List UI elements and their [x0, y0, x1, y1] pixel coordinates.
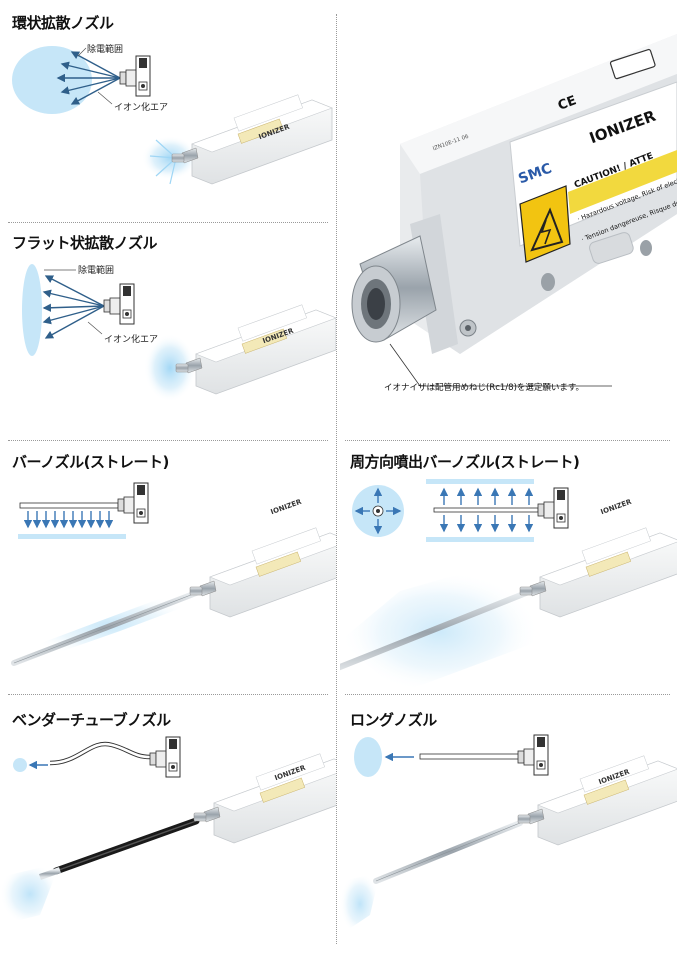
ring-nozzle-diagram	[12, 46, 333, 185]
long-nozzle-title: ロングノズル	[350, 711, 437, 729]
long-nozzle-section: ロングノズル IONIZER	[340, 695, 677, 954]
flat-label-range: 除電範囲	[78, 266, 115, 276]
divider-mid-bottom-left	[8, 694, 328, 695]
ionizer-closeup-section: SMC IONIZER CAUTION! / ATTE · Hazardous …	[340, 14, 677, 434]
flat-discharge-range	[22, 264, 42, 356]
closeup-caption: イオナイザは配管用めねじ(Rc1/8)を選定願います。	[384, 383, 585, 393]
bar-nozzle-diagram	[11, 482, 336, 666]
bender-tube-nozzle-diagram	[0, 736, 336, 925]
flat-label-air: イオン化エア	[104, 335, 159, 345]
ring-label-range: 除電範囲	[87, 45, 124, 55]
bar-nozzle-section: バーノズル(ストレート) IONIZER	[0, 441, 336, 694]
bender-tube-nozzle-title: ベンダーチューブノズル	[12, 711, 171, 729]
ring-nozzle-section: 環状拡散ノズル 除電範囲 イオン化エア IONIZER	[0, 0, 336, 222]
divider-upper-lower-right	[345, 440, 670, 441]
divider-mid-bottom-right	[345, 694, 670, 695]
radial-bar-nozzle-title: 周方向噴出バーノズル(ストレート)	[350, 453, 580, 471]
divider-ring-flat	[8, 222, 328, 223]
flat-nozzle-title: フラット状拡散ノズル	[12, 234, 158, 252]
ring-nozzle-title: 環状拡散ノズル	[12, 14, 114, 32]
flat-nozzle-section: フラット状拡散ノズル 除電範囲 イオン化エア IONIZER	[0, 222, 336, 440]
vertical-divider	[336, 14, 337, 944]
divider-upper-lower	[8, 440, 328, 441]
ring-label-air: イオン化エア	[114, 103, 169, 113]
bender-tube-nozzle-section: ベンダーチューブノズル IONIZER	[0, 695, 336, 954]
radial-bar-nozzle-section: 周方向噴出バーノズル(ストレート) IONIZER	[340, 441, 677, 694]
long-nozzle-diagram	[340, 734, 677, 935]
flat-nozzle-diagram	[22, 264, 336, 402]
ionizer-closeup-photo	[351, 34, 677, 387]
bar-nozzle-title: バーノズル(ストレート)	[12, 453, 169, 471]
radial-bar-nozzle-diagram	[340, 479, 677, 693]
